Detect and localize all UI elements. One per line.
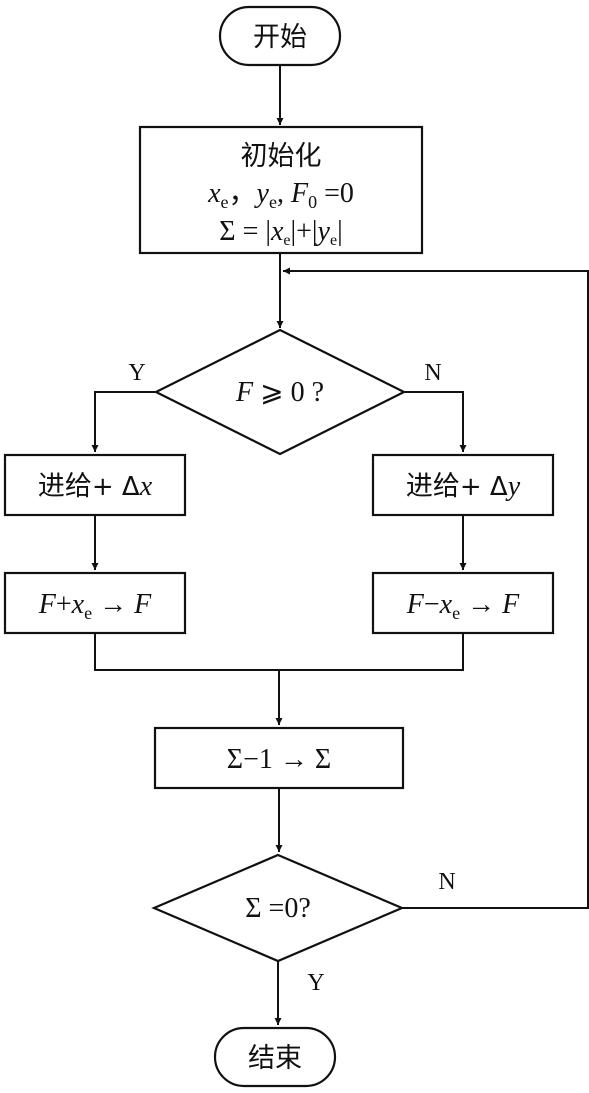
arrow-no-branch (404, 391, 467, 452)
decision-sum-zero: Σ =0? (151, 853, 405, 963)
update-plus-box: F+xe → F (3, 571, 187, 635)
update-minus-box: F−xe → F (371, 571, 555, 635)
decision1-no-label: N (424, 360, 441, 386)
init-title: 初始化 (241, 141, 322, 172)
arrow-yes-branch (91, 391, 156, 452)
decrement-box: Σ−1 → Σ (153, 726, 405, 790)
update-minus-label: F−xe → F (406, 589, 520, 623)
decision-f-nonnegative: F ⩾ 0 ? (153, 328, 407, 456)
merge-line (94, 633, 464, 671)
update-plus-label: F+xe → F (38, 589, 152, 623)
decrement-label: Σ−1 → Σ (227, 744, 331, 775)
feed-y-box: 进给+ Δy (371, 453, 555, 517)
start-terminal: 开始 (218, 5, 342, 67)
loop-back-line (283, 267, 589, 909)
init-values: xe，ye, F0 =0 (207, 178, 354, 212)
decision2-yes-label: Y (307, 970, 324, 996)
end-label: 结束 (248, 1043, 302, 1074)
init-sum: Σ = |xe|+|ye| (219, 216, 342, 249)
start-label: 开始 (253, 22, 307, 53)
decision2-no-label: N (438, 869, 455, 895)
decision1-label: F ⩾ 0 ? (235, 377, 324, 408)
decision2-label: Σ =0? (245, 893, 311, 924)
decision1-yes-label: Y (128, 360, 145, 386)
feed-y-label: 进给+ Δy (406, 471, 521, 502)
end-terminal: 结束 (213, 1026, 337, 1088)
feed-x-label: 进给+ Δx (38, 471, 153, 502)
feed-x-box: 进给+ Δx (3, 453, 187, 517)
init-box: 初始化 xe，ye, F0 =0 Σ = |xe|+|ye| (138, 125, 424, 255)
